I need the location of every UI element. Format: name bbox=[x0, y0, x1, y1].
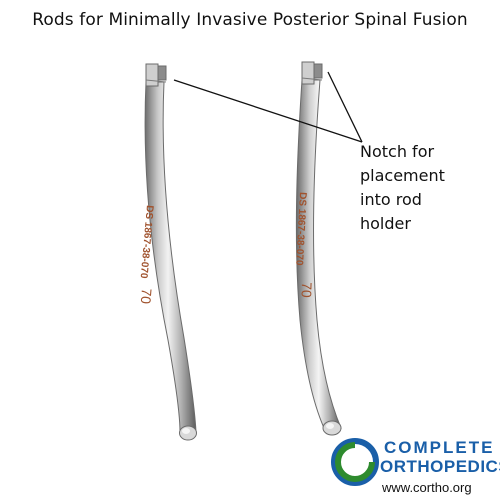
notch-pointer-line bbox=[173, 71, 363, 143]
callout-line: placement bbox=[360, 166, 445, 185]
rod-left-engraving: DS 1867-38-070 bbox=[138, 205, 155, 280]
callout-line: into rod bbox=[360, 190, 422, 209]
logo-word-orthopedics: ORTHOPEDICS bbox=[380, 457, 500, 476]
figure-title: Rods for Minimally Invasive Posterior Sp… bbox=[32, 10, 468, 30]
rod-left bbox=[144, 63, 197, 441]
callout-line: Notch for bbox=[360, 142, 435, 161]
logo-word-complete: COMPLETE bbox=[384, 438, 495, 457]
notch-callout: Notch for placement into rod holder bbox=[360, 140, 480, 236]
logo-ring-icon bbox=[331, 438, 379, 486]
rod-right-size: 70 bbox=[298, 282, 315, 298]
logo-url[interactable]: www.cortho.org bbox=[382, 480, 472, 495]
complete-orthopedics-logo: COMPLETE ORTHOPEDICS www.cortho.org bbox=[330, 432, 500, 500]
rod-right bbox=[295, 61, 342, 436]
rod-right-engraving: DS 1867-38-070 bbox=[293, 192, 308, 266]
callout-line: holder bbox=[360, 214, 411, 233]
rod-left-size: 70 bbox=[138, 288, 155, 305]
